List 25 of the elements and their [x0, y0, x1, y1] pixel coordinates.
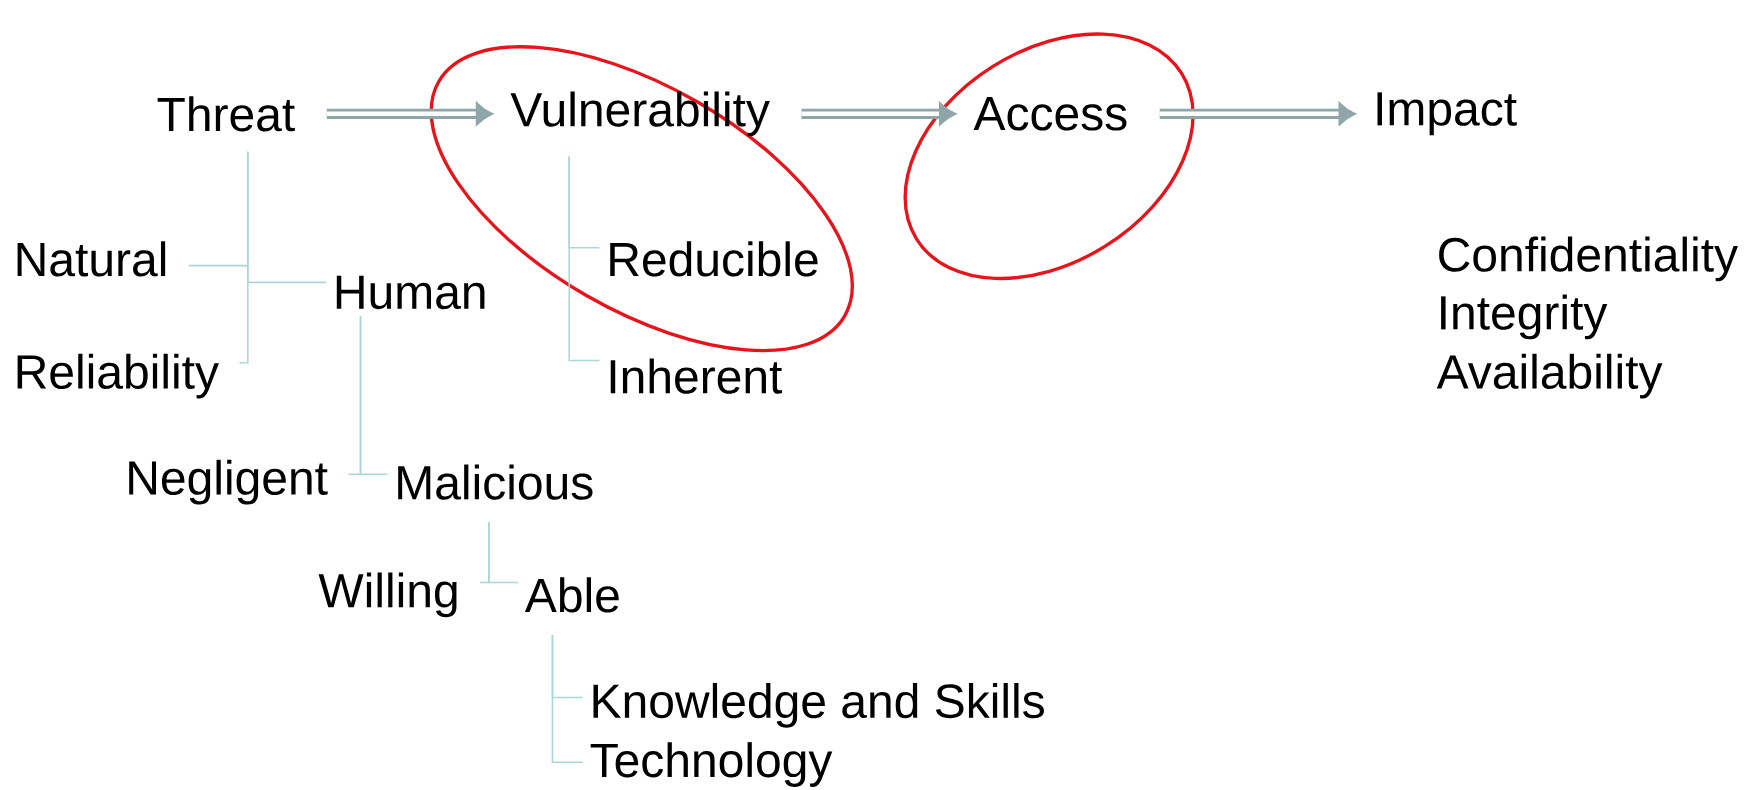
tree-connector	[359, 315, 389, 476]
tree-connector	[551, 634, 584, 763]
node-label: Inherent	[610, 358, 783, 394]
tree-connector	[488, 521, 519, 584]
impact-item: Availability	[1436, 353, 1663, 399]
flow-arrow	[1159, 102, 1356, 125]
impact-item: Confidentiality	[1439, 236, 1738, 282]
node-label: Negligent	[129, 459, 328, 505]
node-label: Reliability	[17, 353, 219, 399]
node-label: Technology	[590, 742, 833, 787]
tree-connector	[238, 150, 249, 364]
impact-item: Integrity	[1441, 294, 1608, 340]
node-label: Reducible	[610, 241, 818, 277]
flow-arrow	[801, 102, 956, 125]
node-label: Threat	[157, 96, 295, 132]
node-label: Able	[524, 577, 619, 613]
node-label: Knowledge and Skills	[593, 682, 1044, 728]
node-label: Human	[336, 275, 485, 310]
tree-connector	[568, 155, 601, 362]
node-label: Willing	[318, 572, 457, 618]
node-label: Impact	[1377, 92, 1517, 136]
node-label: Access	[973, 97, 1127, 131]
flow-arrow	[326, 102, 493, 125]
node-label: Malicious	[398, 464, 593, 500]
node-label: Natural	[17, 241, 166, 277]
